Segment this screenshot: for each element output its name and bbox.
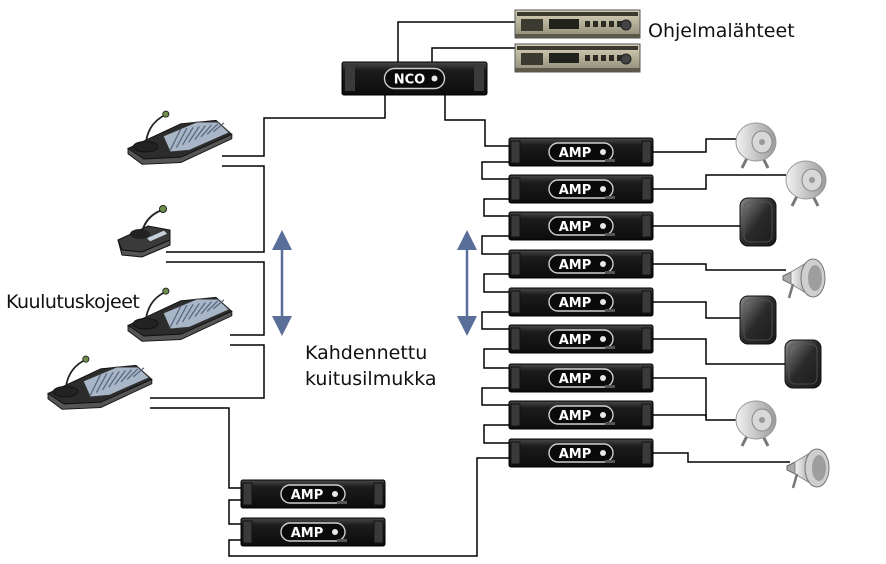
call-station-2 xyxy=(117,205,171,258)
call-stations-label: Kuulutuskojeet xyxy=(6,291,140,313)
amp-label: AMP xyxy=(559,146,592,161)
program-source-unit xyxy=(514,43,641,73)
amplifier-3: AMP xyxy=(508,211,654,241)
box-speaker-5 xyxy=(739,295,777,345)
call-station-3 xyxy=(127,287,233,342)
box-speaker-3 xyxy=(739,197,777,247)
amplifier-1: AMP xyxy=(508,137,654,167)
trumpet-speaker-4 xyxy=(782,258,826,299)
fiber-loop-label: Kahdennettu kuitusilmukka xyxy=(305,340,437,392)
call-station-1 xyxy=(127,110,233,165)
trumpet-speaker-9 xyxy=(786,448,830,489)
amp-label: AMP xyxy=(559,372,592,387)
fiber-loop-wiring xyxy=(150,21,790,557)
amp-label: AMP xyxy=(559,333,592,348)
amplifier-8: AMP xyxy=(508,400,654,430)
amplifier-bottom-2: AMP xyxy=(240,517,386,547)
program-sources-label: Ohjelmalähteet xyxy=(648,20,795,42)
call-station-4 xyxy=(47,355,153,410)
amplifier-5: AMP xyxy=(508,287,654,317)
amplifier-bottom-1: AMP xyxy=(240,479,386,509)
nco-unit: NCO xyxy=(341,61,488,96)
amp-label: AMP xyxy=(291,488,324,503)
nco-label: NCO xyxy=(394,73,425,88)
amp-label: AMP xyxy=(559,220,592,235)
amplifier-4: AMP xyxy=(508,249,654,279)
amp-label: AMP xyxy=(559,183,592,198)
horn-speaker-8 xyxy=(735,400,777,447)
fiber-loop-label-line1: Kahdennettu xyxy=(305,342,428,364)
horn-speaker-2 xyxy=(785,160,827,207)
amp-label: AMP xyxy=(559,258,592,273)
amplifier-7: AMP xyxy=(508,363,654,393)
box-speaker-6 xyxy=(784,339,822,389)
amp-label: AMP xyxy=(559,296,592,311)
amplifier-9: AMP xyxy=(508,438,654,468)
amp-label: AMP xyxy=(559,447,592,462)
program-source-unit xyxy=(514,9,641,39)
amplifier-2: AMP xyxy=(508,174,654,204)
fiber-loop-label-line2: kuitusilmukka xyxy=(305,368,437,390)
amp-label: AMP xyxy=(291,526,324,541)
horn-speaker-1 xyxy=(735,122,777,169)
amp-label: AMP xyxy=(559,409,592,424)
amplifier-6: AMP xyxy=(508,324,654,354)
